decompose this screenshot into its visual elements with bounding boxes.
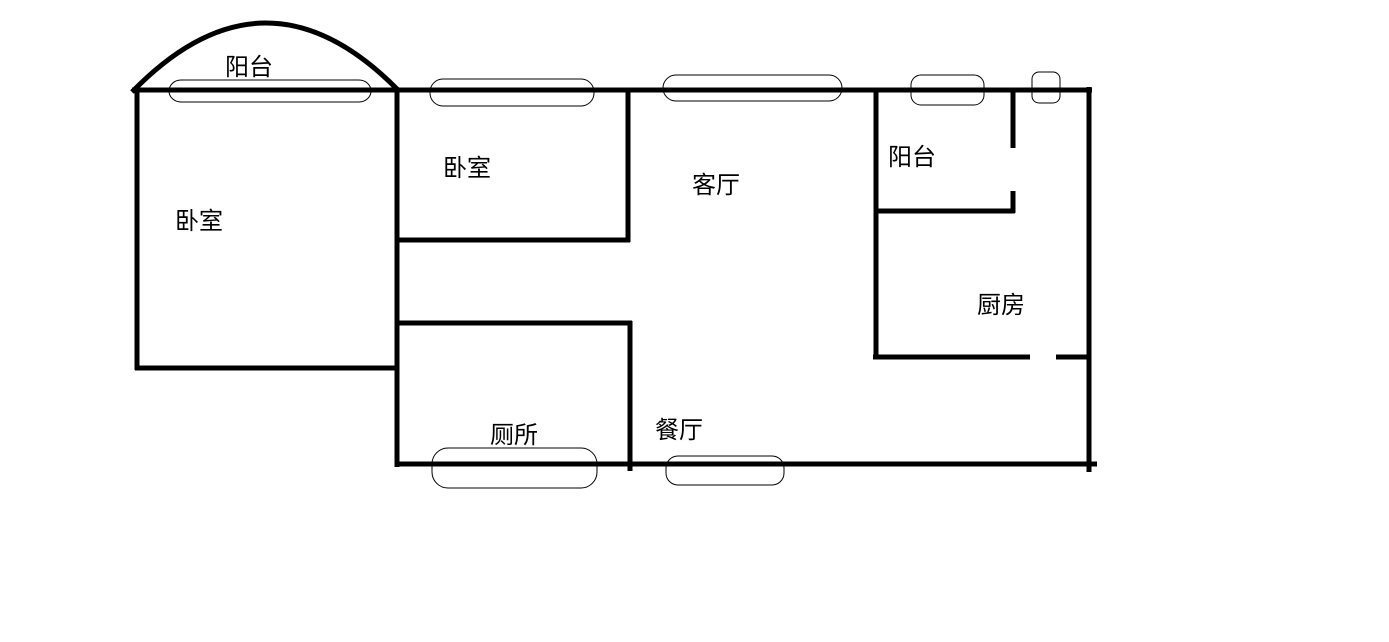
window-balcony-right bbox=[910, 74, 985, 106]
room-label-kitchen: 厨房 bbox=[977, 291, 1025, 319]
window-bedroom2 bbox=[429, 78, 595, 107]
room-label-living-room: 客厅 bbox=[692, 171, 740, 199]
room-label-bedroom-second: 卧室 bbox=[443, 154, 491, 182]
window-dining bbox=[665, 455, 785, 486]
room-label-balcony-right: 阳台 bbox=[888, 143, 936, 171]
room-label-dining-room: 餐厅 bbox=[655, 416, 703, 444]
window-toilet bbox=[431, 447, 598, 489]
walls bbox=[130, 20, 1097, 472]
windows bbox=[168, 71, 1061, 489]
window-living-room bbox=[662, 74, 843, 102]
room-label-toilet: 厕所 bbox=[490, 421, 538, 449]
room-label-bedroom-master: 卧室 bbox=[175, 207, 223, 235]
room-label-balcony-left: 阳台 bbox=[225, 53, 273, 81]
window-kitchen bbox=[1031, 71, 1061, 104]
balcony-arc-wall bbox=[130, 20, 400, 94]
window-balcony-left bbox=[168, 79, 372, 103]
